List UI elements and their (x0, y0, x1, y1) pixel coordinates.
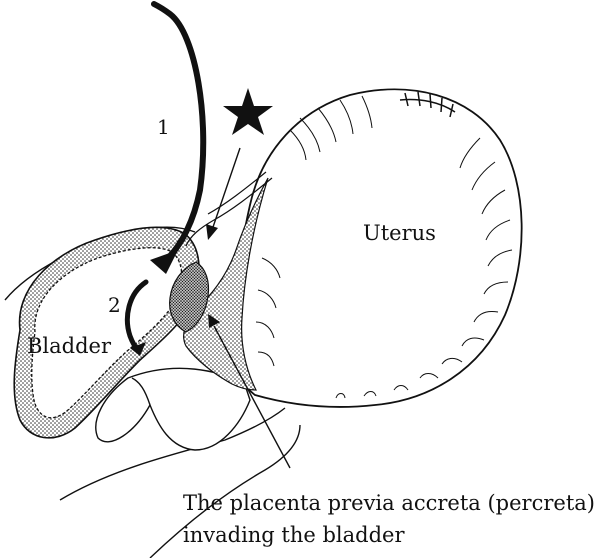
bladder-lumen (31, 247, 183, 419)
arrow-2: 2 (108, 279, 149, 356)
caption-pointer-head (208, 314, 220, 328)
bladder: Bladder (13, 226, 200, 439)
uterus: Uterus (230, 88, 523, 408)
caption-line-1: The placenta previa accreta (percreta) (183, 491, 595, 515)
bladder-label: Bladder (27, 334, 112, 358)
suture-marks (399, 91, 456, 118)
star-icon (223, 88, 273, 135)
uterus-label: Uterus (363, 221, 436, 245)
caption-pointer-shaft (213, 325, 291, 469)
star-marker (206, 88, 273, 240)
placenta-percreta (169, 177, 269, 391)
arrow-1-head (150, 250, 178, 274)
arrow-2-head (130, 342, 146, 356)
caption-line-2: invading the bladder (183, 523, 405, 547)
arrow-1: 1 (150, 1, 207, 274)
arrow-1-shaft (151, 1, 207, 263)
uterus-body (230, 88, 523, 408)
caption-pointer (208, 314, 291, 469)
arrow-1-label: 1 (157, 115, 170, 139)
star-arrow-head (206, 224, 218, 240)
placenta-region (183, 177, 269, 391)
arrow-2-label: 2 (108, 293, 121, 317)
placenta-invasion-core (169, 261, 210, 333)
uterus-muscle-lines (255, 95, 513, 399)
star-arrow-shaft (211, 147, 241, 231)
peritoneal-fold (185, 171, 273, 247)
